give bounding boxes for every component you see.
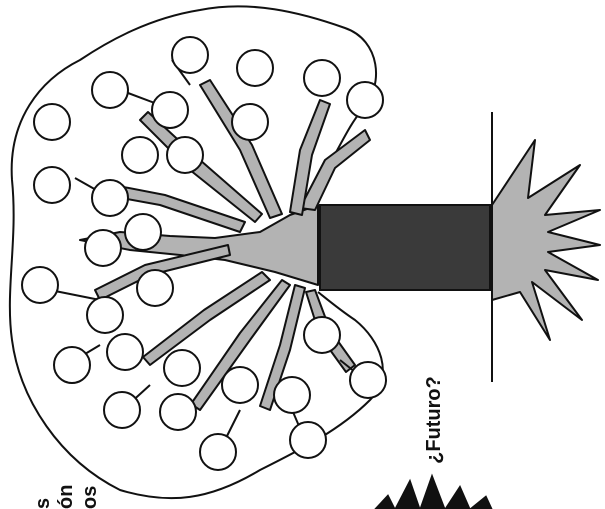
leaf-circle xyxy=(54,347,90,383)
leaf-circle xyxy=(34,104,70,140)
roots xyxy=(492,140,600,340)
leaf-circle xyxy=(304,60,340,96)
leaf-circle xyxy=(85,230,121,266)
leaf-circle xyxy=(92,72,128,108)
root-spikes xyxy=(492,140,600,340)
leaf-circle xyxy=(152,92,188,128)
leaf-circle xyxy=(237,50,273,86)
leaf-circle xyxy=(107,334,143,370)
spiky-shape xyxy=(375,475,492,509)
trunk-block xyxy=(320,205,490,290)
leaf-circle xyxy=(92,180,128,216)
leaf-circle xyxy=(222,367,258,403)
cut-text-line-2: ón xyxy=(55,485,77,509)
leaf-circle xyxy=(122,137,158,173)
leaf-circle xyxy=(290,422,326,458)
leaf-circle xyxy=(232,104,268,140)
leaf-circle xyxy=(347,82,383,118)
cut-text-line-1: s xyxy=(32,498,54,509)
future-label: ¿Futuro? xyxy=(423,376,445,464)
leaf-circle xyxy=(350,362,386,398)
leaf-circle xyxy=(200,434,236,470)
leaf-circle xyxy=(172,37,208,73)
leaf-circle xyxy=(164,350,200,386)
leaf-circle xyxy=(104,392,140,428)
leaf-circle xyxy=(22,267,58,303)
leaf-circle xyxy=(160,394,196,430)
leaf-circle xyxy=(167,137,203,173)
cut-text-line-3: os xyxy=(79,486,101,509)
leaf-circle xyxy=(137,270,173,306)
leaf-circle xyxy=(304,317,340,353)
leaf-circle xyxy=(125,214,161,250)
leaf-circle xyxy=(87,297,123,333)
leaf-circle xyxy=(274,377,310,413)
leaf-circle xyxy=(34,167,70,203)
